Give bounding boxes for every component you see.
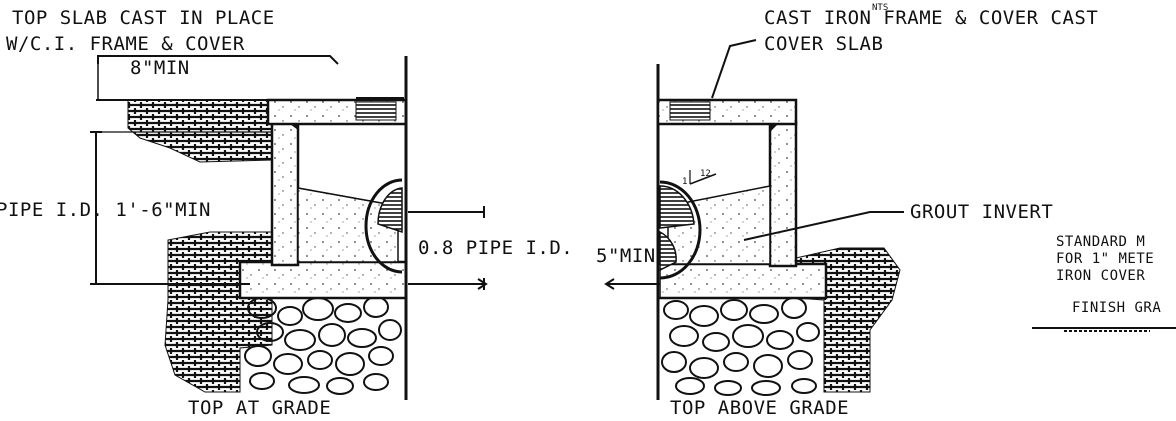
standard-note-line3: IRON COVER: [1056, 268, 1145, 284]
pipe-right: [659, 180, 702, 280]
top-above-grade-caption: TOP ABOVE GRADE: [670, 397, 849, 419]
pipe-id-label: PIPE I.D. 1'-6"MIN: [0, 199, 211, 221]
gravel-base-right: [661, 297, 820, 396]
grout-invert-label: GROUT INVERT: [910, 201, 1053, 223]
standard-note-partial: STANDARD M FOR 1" METE IRON COVER FINISH…: [1032, 234, 1176, 332]
top-slab-label-line2: W/C.I. FRAME & COVER: [6, 33, 245, 55]
soil-upper-left: [127, 99, 273, 163]
detail-top-above-grade: CAST IRON FRAME & COVER CAST COVER SLAB …: [596, 3, 1098, 419]
wall-left-outer: [270, 118, 300, 267]
soil-lower-left: [164, 231, 273, 393]
pipe-left: [364, 178, 403, 274]
gravel-base-left: [244, 296, 402, 395]
pipe-08-label: 0.8 PIPE I.D.: [418, 237, 573, 259]
nts-mark: NTS: [872, 3, 888, 13]
detail-top-at-grade: TOP SLAB CAST IN PLACE W/C.I. FRAME & CO…: [0, 7, 573, 419]
cast-iron-label-line2: COVER SLAB: [764, 33, 883, 55]
finish-grade-label: FINISH GRA: [1072, 300, 1161, 316]
min-5-label: 5"MIN: [596, 245, 656, 267]
top-slab-label-line1: TOP SLAB CAST IN PLACE: [12, 7, 275, 29]
wall-right-outer: [768, 120, 798, 268]
slope-one: 1: [682, 177, 687, 187]
base-slab-right: [656, 262, 828, 300]
standard-note-line1: STANDARD M: [1056, 234, 1145, 250]
slope-value: 12: [700, 169, 711, 179]
cast-iron-label-line1: CAST IRON FRAME & COVER CAST: [764, 7, 1098, 29]
top-at-grade-caption: TOP AT GRADE: [188, 397, 331, 419]
base-slab-left: [238, 260, 408, 300]
min-8-label: 8"MIN: [130, 57, 190, 79]
standard-note-line2: FOR 1" METE: [1056, 251, 1154, 267]
